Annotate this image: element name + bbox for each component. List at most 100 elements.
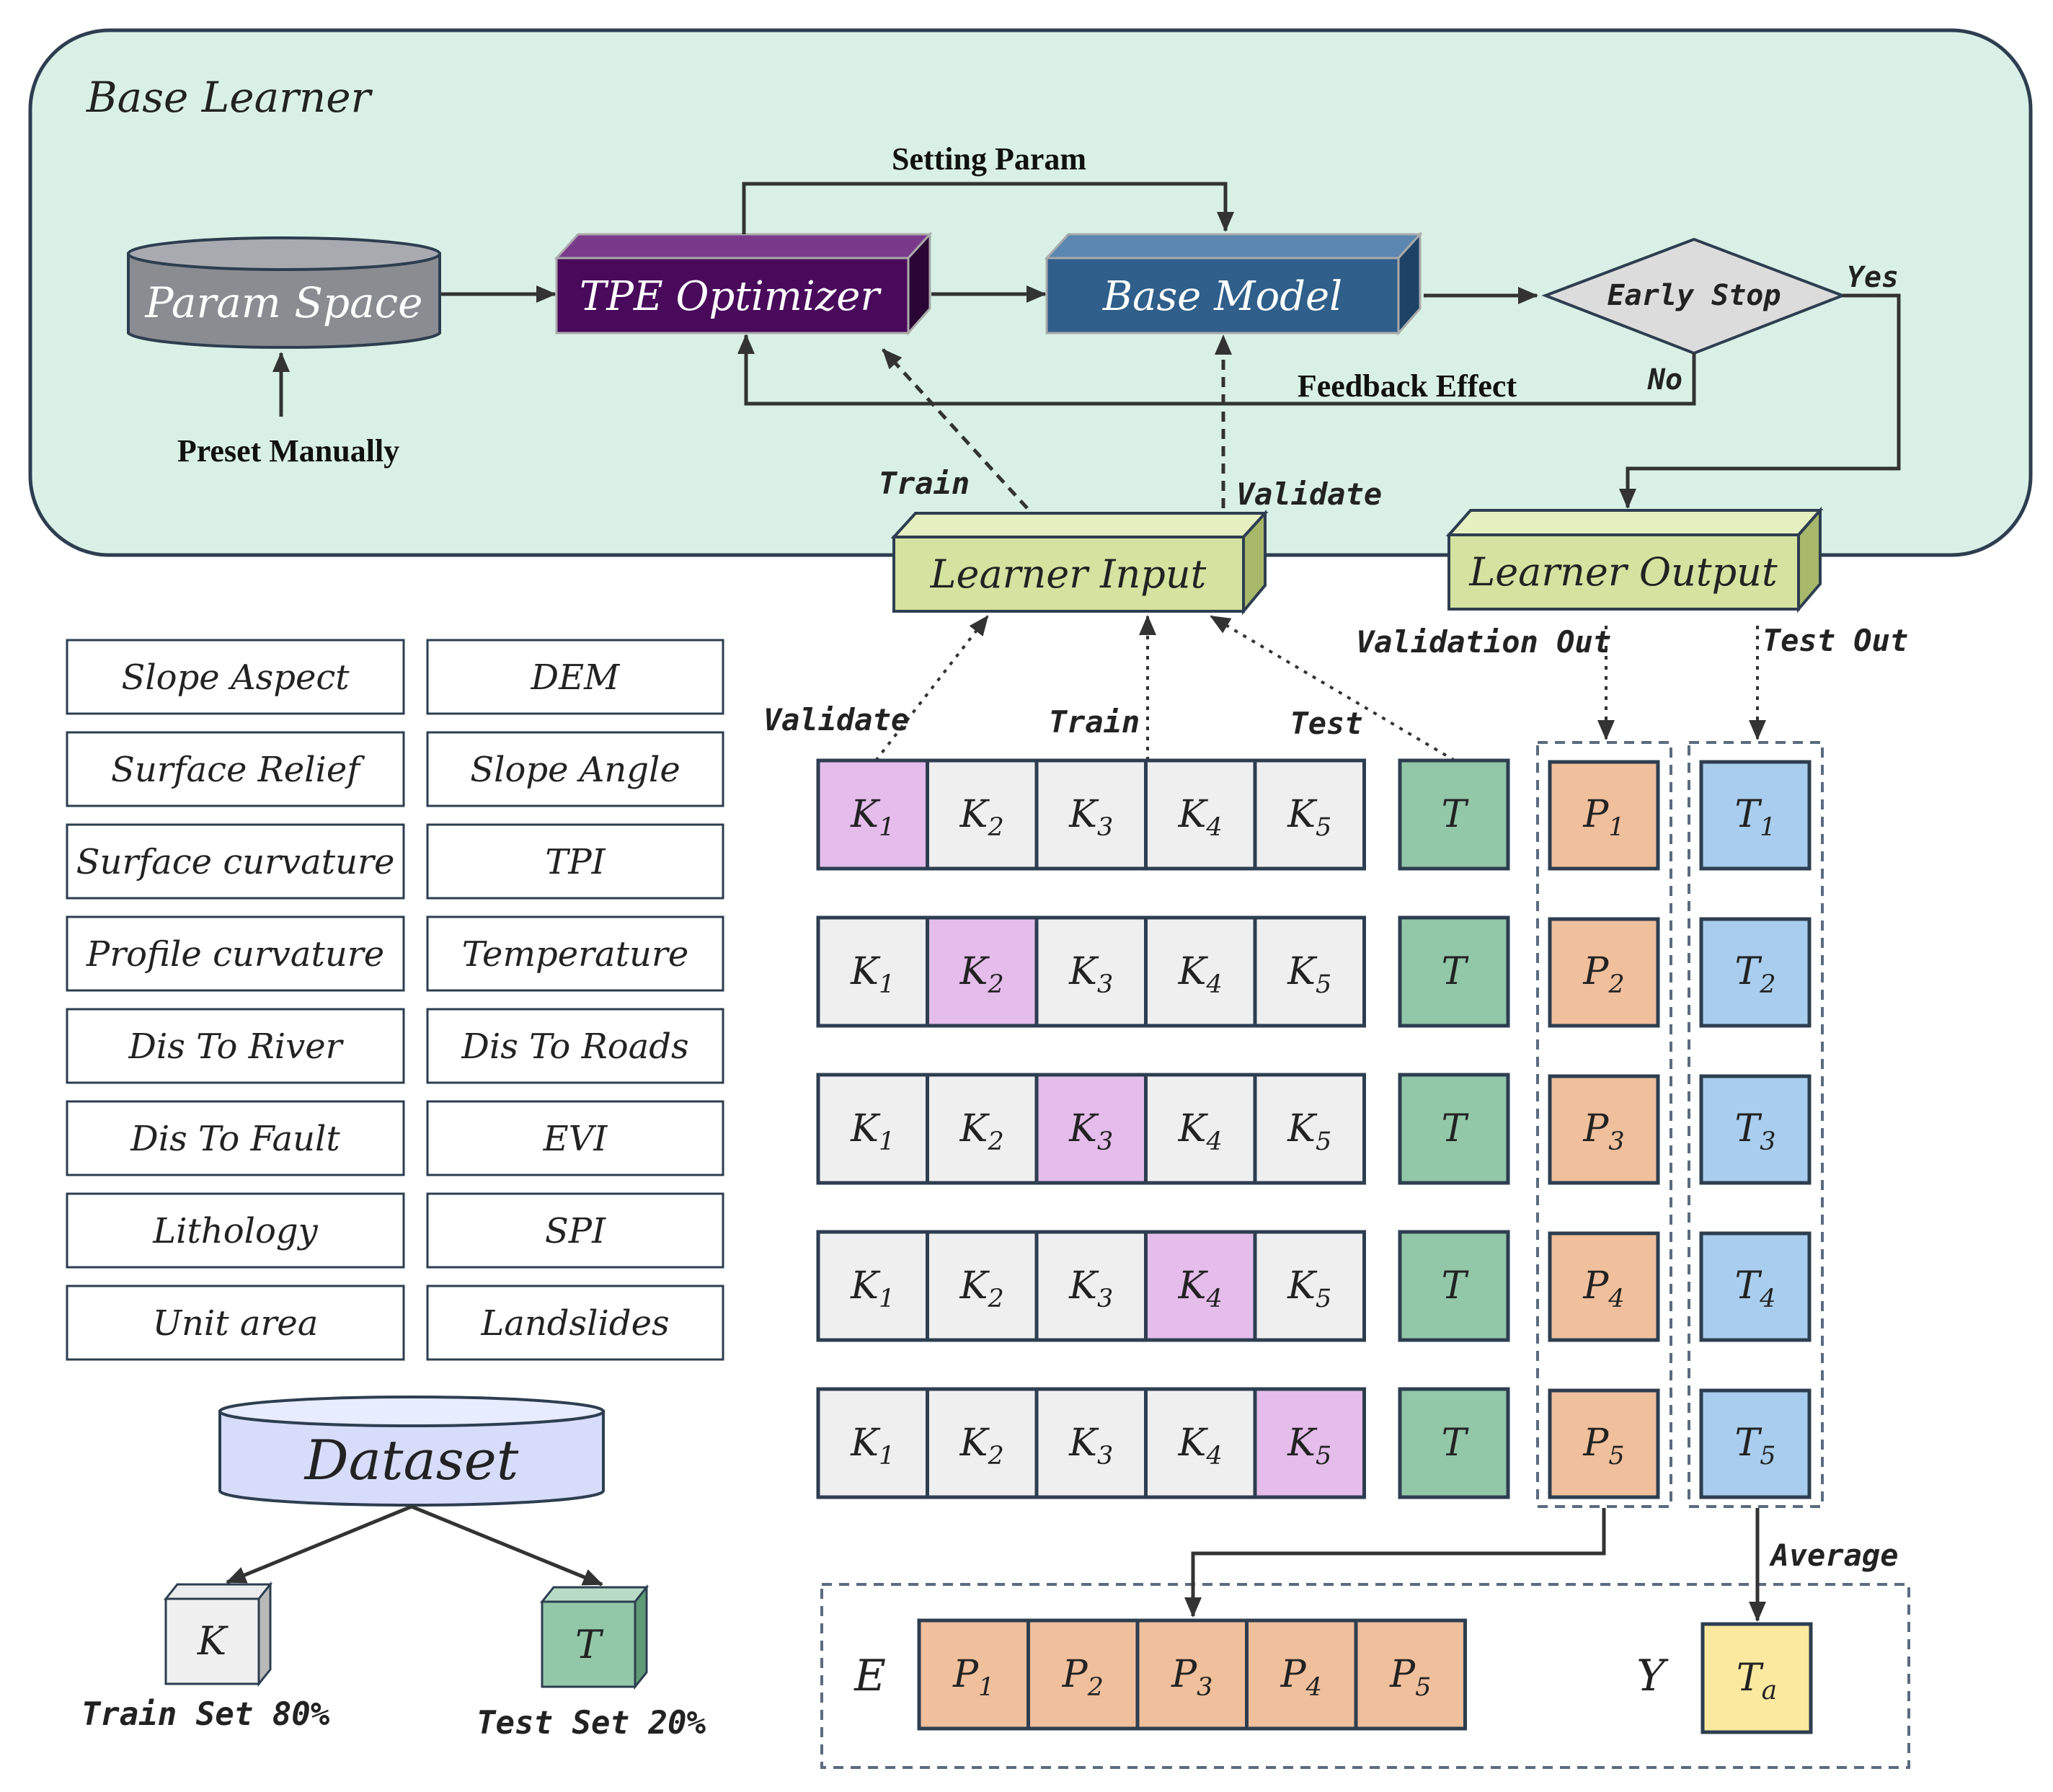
test-pred-cell [1699, 1231, 1812, 1342]
fold-cell-label: K2 [959, 1264, 1004, 1313]
test-pred-cell [1699, 1074, 1812, 1185]
fold-cell-label: K5 [1287, 1421, 1331, 1471]
feature-label: Lithology [152, 1211, 318, 1251]
test-pred-cell [1699, 1388, 1812, 1499]
train-fold-cell [926, 1387, 1039, 1499]
fold-cell-label-sub: 2 [988, 813, 1004, 842]
fold-cell-label-sub: 5 [1316, 1127, 1331, 1156]
validation-pred-label-sub: 4 [1608, 1285, 1624, 1313]
train-fold-cell [1253, 758, 1366, 871]
feature-box: Dis To Roads [426, 1008, 724, 1084]
train-fold-cell [1034, 1230, 1148, 1342]
feature-label: Unit area [153, 1303, 319, 1344]
ensemble-pred-label-base: P [1062, 1653, 1088, 1696]
feature-label: EVI [543, 1119, 608, 1159]
fold-cell-label-sub: 1 [879, 1285, 895, 1313]
ensemble-pred-label: P2 [1062, 1653, 1104, 1702]
feature-box-border [66, 1100, 405, 1176]
learner-output-box: Learner Output [1445, 506, 1824, 613]
feature-box-border [426, 1008, 724, 1084]
fold-cell-label-base: K [850, 1264, 881, 1308]
learner-output-label: Learner Output [1468, 549, 1778, 595]
fold-cell-label-base: K [1068, 950, 1099, 993]
test-cell [1398, 1230, 1510, 1342]
fold-cell-label: K5 [1287, 950, 1331, 999]
fold-cell-label-sub: 1 [879, 1442, 895, 1471]
feature-label: Surface Relief [111, 750, 365, 790]
ensemble-pred-label-sub: 5 [1415, 1673, 1431, 1702]
validation-pred-label-sub: 2 [1608, 970, 1624, 999]
fold-cell-label-base: K [850, 950, 881, 993]
validate-fold-cell [926, 915, 1039, 1028]
fold-cell-label-sub: 2 [988, 1127, 1004, 1156]
fold-cell-label-base: K [959, 793, 990, 836]
fold-cell-label-sub: 1 [879, 1127, 895, 1156]
fold-cell-label: K1 [850, 1107, 895, 1156]
ta-base: T [1737, 1656, 1764, 1700]
fold-cell-label: K2 [959, 950, 1004, 999]
feature-box-border [66, 731, 405, 807]
feature-box-border [426, 915, 724, 992]
test-pred-label: T1 [1735, 793, 1776, 842]
fold-cell-label-sub: 1 [879, 813, 895, 842]
feature-label: DEM [531, 657, 621, 698]
validation-pred-label-base: P [1582, 793, 1609, 836]
ensemble-pred-label: P4 [1280, 1653, 1322, 1702]
train-fold-cell [816, 1230, 929, 1342]
dataset-to-test-arrow [411, 1504, 603, 1587]
fold-cell-label-base: K [1178, 1264, 1209, 1308]
validation-pred-label-sub: 5 [1608, 1442, 1624, 1471]
fold-cell-label-base: K [1178, 793, 1209, 836]
fold-cell-label-sub: 3 [1097, 1442, 1113, 1471]
ensemble-pred-label: P1 [952, 1653, 994, 1702]
validation-out-label: Validation Out [1356, 624, 1611, 660]
fold-cell-label: K2 [959, 1107, 1004, 1156]
feature-box: Surface curvature [66, 823, 405, 900]
feature-box-border [426, 1100, 724, 1176]
fold-cell-label-base: K [1068, 1264, 1099, 1308]
test-pred-label: T3 [1735, 1107, 1776, 1156]
fold-cell-label: K1 [850, 950, 895, 999]
fold-cell-label-base: K [959, 1107, 990, 1150]
train-fold-cell [1144, 758, 1257, 871]
feature-box: Lithology [66, 1192, 405, 1269]
test-split-arrow [1210, 615, 1456, 762]
ensemble-pred-label-base: P [1171, 1653, 1197, 1696]
validate-fold-cell [816, 758, 929, 871]
base-learner-title: Base Learner [86, 73, 373, 122]
train-fold-cell [1034, 1387, 1148, 1499]
fold-cell-label: K3 [1068, 1421, 1113, 1471]
feature-box-border [426, 639, 724, 715]
test-cube-label: T [575, 1622, 604, 1667]
fold-cell-label: K3 [1068, 1107, 1113, 1156]
feature-box-border [66, 639, 405, 715]
fold-cell-label: K5 [1287, 1264, 1331, 1313]
preset-manually-label: Preset Manually [177, 433, 399, 469]
feature-label: Slope Angle [470, 750, 680, 790]
fold-cell-label-sub: 5 [1316, 1442, 1331, 1471]
test-pred-label-sub: 2 [1759, 970, 1775, 999]
fold-cell-label-base: K [1068, 793, 1099, 836]
average-cell: Ta [1701, 1622, 1813, 1734]
validation-pred-label-base: P [1582, 1264, 1609, 1308]
train-fold-cell [926, 1230, 1039, 1342]
fold-cell-label-sub: 2 [988, 1285, 1004, 1313]
validate-fold-cell [1253, 1387, 1366, 1499]
dataset-label: Dataset [303, 1428, 519, 1492]
feature-label: Temperature [462, 934, 688, 975]
fold-cell-label-sub: 1 [879, 970, 895, 999]
fold-cell-label: K1 [850, 793, 895, 842]
feature-box: Slope Aspect [66, 639, 405, 715]
fold-cell-label-sub: 4 [1206, 813, 1223, 842]
validate-upper-label: Validate [1236, 476, 1382, 512]
fold-cell-label: K1 [850, 1264, 895, 1313]
feature-label: Profile curvature [86, 934, 384, 975]
ensemble-pred-cell [1354, 1618, 1467, 1731]
fold-cell-label: K2 [959, 793, 1004, 842]
validation-pred-label: P4 [1582, 1264, 1624, 1313]
dataset-cylinder: Dataset [218, 1396, 605, 1507]
ensemble-pred-label-base: P [952, 1653, 979, 1696]
